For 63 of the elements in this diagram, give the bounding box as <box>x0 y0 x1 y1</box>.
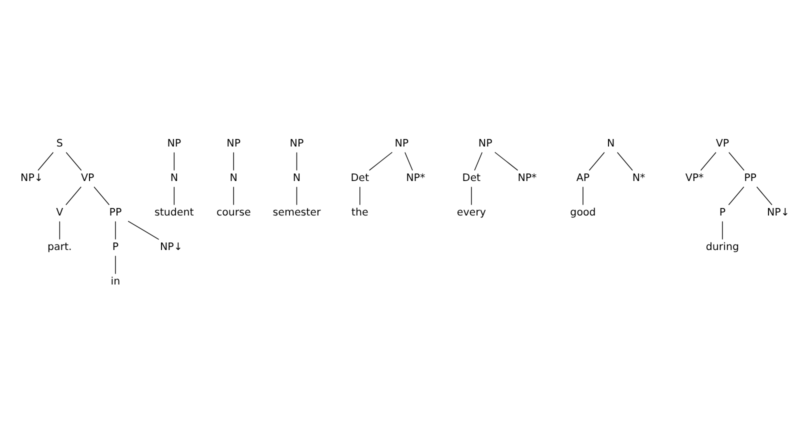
node-text: VP <box>716 137 730 150</box>
node-text: AP <box>576 172 590 184</box>
node-text: in <box>110 275 120 288</box>
connector <box>756 186 772 205</box>
connector <box>404 152 413 170</box>
node-text: the <box>351 206 368 218</box>
connector <box>66 152 82 170</box>
connector <box>588 152 605 170</box>
connector <box>174 186 175 205</box>
node-text: PP <box>109 206 122 218</box>
node-text: part. <box>48 240 72 253</box>
node-text: V <box>56 206 64 218</box>
node-text: NP <box>290 137 304 150</box>
node-text: NP <box>226 137 241 150</box>
connector <box>94 186 110 205</box>
connector <box>471 186 472 205</box>
node-text: Det <box>350 172 369 184</box>
node-text: VP* <box>685 172 704 184</box>
node-text: student <box>154 206 194 218</box>
node-text: NP↓ <box>20 172 44 184</box>
node-text: NP* <box>406 172 426 184</box>
node-text: NP↓ <box>160 240 182 253</box>
node-text: N <box>292 172 301 184</box>
connector <box>368 151 393 170</box>
connector <box>700 152 716 170</box>
node-text: NP↓ <box>766 206 790 218</box>
connector <box>66 186 82 205</box>
node-text: NP <box>394 137 409 150</box>
connector <box>494 151 518 170</box>
connector <box>582 186 584 205</box>
connector <box>722 220 723 240</box>
connector <box>474 152 482 170</box>
node-text: every <box>456 206 486 218</box>
connector <box>128 220 160 240</box>
node-text: Det <box>462 172 481 184</box>
node-text: NP <box>478 137 492 150</box>
node-text: N* <box>632 172 646 184</box>
connector <box>296 186 298 205</box>
node-text: S <box>56 137 63 150</box>
node-text: VP <box>80 172 94 184</box>
node-text: good <box>570 206 596 218</box>
connector <box>616 152 633 170</box>
node-text: N <box>170 172 178 184</box>
node-text: N <box>607 137 615 150</box>
connector <box>115 255 116 274</box>
node-text: NP <box>167 137 182 150</box>
node-text: P <box>112 240 119 253</box>
connector <box>233 186 234 205</box>
connector <box>38 152 54 170</box>
node-text: P <box>719 206 726 218</box>
node-text: during <box>706 240 739 253</box>
node-text: NP* <box>518 172 537 184</box>
connector <box>728 152 744 170</box>
connector <box>115 220 116 240</box>
connector <box>233 152 234 170</box>
node-text: course <box>216 206 251 218</box>
node-text: semester <box>272 206 321 218</box>
connector <box>59 220 60 240</box>
node-text: PP <box>744 172 757 184</box>
connector <box>728 186 744 205</box>
connector <box>296 152 298 170</box>
connector <box>174 152 175 170</box>
node-text: N <box>230 172 238 184</box>
